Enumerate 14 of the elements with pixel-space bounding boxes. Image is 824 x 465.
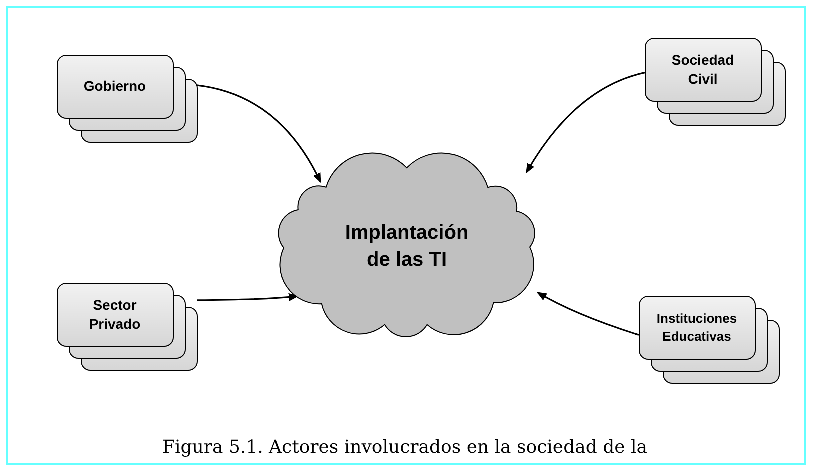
node-label: Instituciones Educativas (656, 310, 738, 346)
curved-arrow (197, 293, 300, 302)
node-label: Implantación de las TI (344, 221, 470, 273)
curved-arrow (526, 72, 646, 174)
stacked-box (57, 55, 197, 142)
node-label: Sociedad Civil (670, 50, 736, 88)
node-label: Sector Privado (88, 296, 142, 334)
figure-caption: Figura 5.1. Actores involucrados en la sociedad de la (162, 437, 648, 458)
node-label: Gobierno (84, 77, 146, 96)
curved-arrow (196, 84, 322, 184)
stacked-box (57, 283, 197, 370)
stacked-box (645, 38, 785, 125)
stacked-box (639, 296, 779, 383)
curved-arrow (536, 292, 640, 336)
